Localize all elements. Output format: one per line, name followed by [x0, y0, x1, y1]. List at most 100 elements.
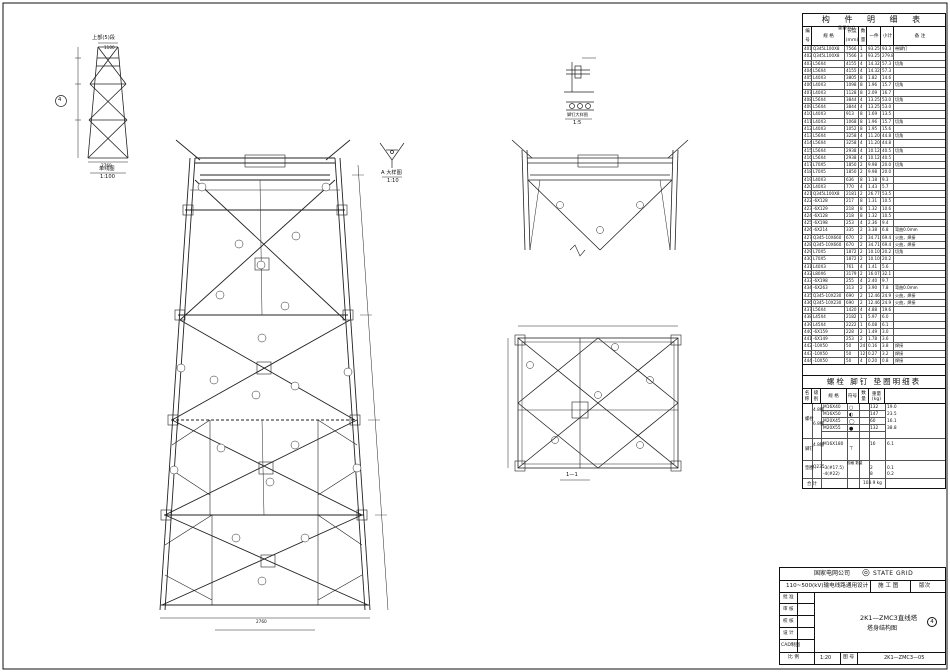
parts-cell: 火曲，焊接 [895, 292, 916, 298]
bolt-row-1-weight: 19.0 [887, 405, 897, 410]
parts-cell: 1.78 [867, 336, 881, 343]
parts-cell [894, 322, 945, 328]
parts-cell: 3.38 [867, 227, 881, 234]
parts-cell: 335 [845, 227, 859, 234]
parts-cell: 1.82 [867, 75, 881, 82]
parts-cell: -6X149 [812, 336, 845, 343]
upper-segment-caption: 上部(5)段 [92, 35, 115, 41]
parts-cell: -6X128 [812, 198, 845, 205]
washer-sub-header: 规格 数量 [847, 461, 863, 465]
parts-cell: 441 [804, 336, 812, 343]
company-name-en: STATE GRID [873, 570, 914, 577]
parts-cell [894, 169, 945, 175]
parts-cell: 1 [859, 46, 867, 53]
parts-cell: 4 [859, 67, 867, 74]
parts-cell: 403 [804, 60, 812, 67]
grade-68: 6.8级 [813, 422, 825, 427]
parts-cell: 带脚钉 [895, 46, 908, 51]
parts-cell: 4 [859, 60, 867, 67]
bolt-row-1-qty: 132 [870, 405, 879, 410]
parts-cell: 切角 [895, 60, 904, 66]
parts-cell: 69.4 [881, 241, 894, 248]
parts-cell: 770 [845, 183, 859, 190]
bolt-row-1-spec: M16X40 [823, 405, 841, 410]
parts-cell: 火曲，焊接 [895, 241, 916, 247]
parts-cell: 3.2 [881, 350, 894, 357]
parts-cell: 6.8 [881, 227, 894, 234]
parts-cell: 14.32 [868, 67, 881, 74]
parts-cell: 407 [804, 89, 812, 96]
parts-cell: 431 [804, 263, 812, 270]
parts-cell: 焊接 [895, 343, 904, 349]
parts-cell: 434 [804, 285, 812, 292]
parts-cell: 218 [845, 205, 859, 212]
parts-cell [894, 307, 945, 313]
parts-cell: Q345-10X230 [812, 299, 845, 306]
parts-cell: 4 [859, 133, 867, 140]
parts-cell: 420 [804, 183, 812, 190]
parts-cell: 4 [859, 307, 867, 314]
parts-cell: 2.40 [867, 278, 881, 285]
parts-cell [894, 177, 945, 183]
parts-cell: 1068 [845, 118, 859, 125]
parts-cell [894, 198, 945, 204]
foot-nail-detail [564, 57, 596, 120]
scale-value: 1:20 [820, 655, 832, 661]
parts-cell: 279.8 [882, 53, 894, 60]
bolt-header-grade: 级别 [812, 389, 821, 403]
parts-cell [894, 90, 945, 96]
parts-cell: 4155 [845, 67, 859, 74]
parts-cell: L70X5 [812, 249, 845, 256]
parts-cell: L56X4 [812, 147, 845, 154]
parts-cell: 404 [804, 67, 812, 74]
parts-cell: 2 [859, 285, 867, 292]
parts-cell: 0.8 [881, 357, 894, 364]
parts-cell: Q345-10X230 [812, 292, 845, 299]
parts-cell: 418 [804, 169, 812, 176]
parts-cell: 8 [859, 82, 867, 89]
drawing-title-1: 2K1—ZMC3直线塔 [860, 614, 918, 622]
parts-cell: 2 [859, 270, 867, 277]
parts-cell [894, 271, 945, 277]
parts-cell: 437 [804, 307, 812, 314]
group-bolt: 螺栓 [805, 417, 814, 422]
parts-cell: 401 [804, 46, 812, 53]
parts-cell: 3.0 [881, 328, 894, 335]
detail-a-label: A 大样图 [381, 170, 402, 176]
parts-cell: 2 [859, 162, 867, 169]
parts-cell: 10.5 [881, 198, 894, 205]
parts-cell: 2 [859, 241, 867, 248]
parts-cell: 0.16 [867, 343, 881, 350]
parts-cell: 2222 [845, 321, 859, 328]
parts-cell: 16.7 [881, 89, 894, 96]
parts-cell: 50 [845, 357, 859, 364]
parts-cell: 24.9 [881, 292, 894, 299]
parts-cell: 13.25 [868, 104, 881, 111]
parts-cell: 1872 [845, 249, 859, 256]
group-washer: 垫圈 [805, 466, 814, 471]
parts-cell: Q345-10X660 [812, 241, 845, 248]
parts-cell: 1.96 [867, 82, 881, 89]
parts-cell: 8 [859, 111, 867, 118]
parts-cell: 410 [804, 111, 812, 118]
parts-cell: 12.46 [868, 292, 881, 299]
grade-48: 4.8级 [813, 408, 825, 413]
parts-cell: L70X5 [812, 162, 845, 169]
parts-cell [894, 155, 945, 161]
parts-cell: 438 [804, 314, 812, 321]
parts-cell: 1.18 [867, 176, 881, 183]
header-remark: 备 注 [914, 33, 926, 39]
parts-cell: Q345L100X8 [812, 46, 845, 53]
parts-cell: 32.1 [881, 270, 894, 277]
check-label: 校 核 [783, 619, 794, 624]
